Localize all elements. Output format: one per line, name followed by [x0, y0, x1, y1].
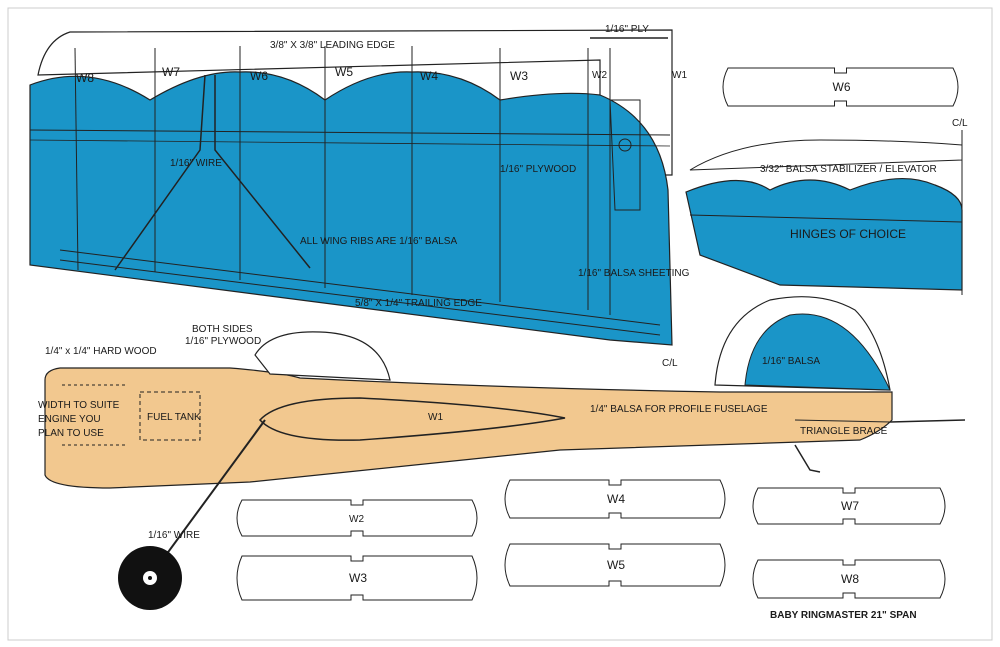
landing-gear	[118, 419, 266, 610]
rib-template-outline	[752, 487, 946, 525]
engine-note-1: WIDTH TO SUITE	[38, 400, 120, 411]
rib-template-label-w3: W3	[349, 571, 367, 585]
engine-note-2: ENGINE YOU	[38, 414, 101, 425]
fuselage-label: 1/4" BALSA FOR PROFILE FUSELAGE	[590, 404, 768, 415]
rib-template-label-w5: W5	[607, 558, 625, 572]
stabilizer-panel	[685, 130, 963, 295]
wing-rib-w4: W4	[420, 69, 438, 83]
rib-template-label-w2: W2	[349, 514, 364, 525]
balsa-sheeting-label: 1/16" BALSA SHEETING	[578, 268, 690, 279]
both-sides-label: BOTH SIDES	[192, 324, 253, 335]
wire-wing-label: 1/16" WIRE	[170, 158, 222, 169]
fuselage	[44, 331, 966, 489]
fuel-tank-outline	[139, 391, 201, 441]
rib-template-label-w7: W7	[841, 499, 859, 513]
ply-top-label: 1/16" PLY	[605, 24, 649, 35]
wing-rib-w8: W8	[76, 71, 94, 85]
hinges-label: HINGES OF CHOICE	[790, 227, 906, 241]
rib-template-label-w6: W6	[833, 80, 851, 94]
fuselage-w1-label: W1	[428, 412, 443, 423]
wing-panel	[29, 29, 673, 346]
wing-blue-sheeting	[29, 71, 673, 346]
sheet-border	[7, 7, 993, 641]
wing-rib-w6: W6	[250, 69, 268, 83]
fin	[714, 296, 891, 391]
fuselage-wing-root	[258, 397, 566, 441]
wing-rib-w1: W1	[672, 70, 687, 81]
rib-template-outline	[504, 479, 726, 519]
rib-template-outline	[236, 499, 478, 537]
hardwood-label: 1/4" x 1/4" HARD WOOD	[45, 346, 157, 357]
plywood-wing-label: 1/16" PLYWOOD	[500, 164, 576, 175]
wing-rib-w7: W7	[162, 65, 180, 79]
wing-rib-w2: W2	[592, 70, 607, 81]
wing-rib-w3: W3	[510, 69, 528, 83]
rib-template-label-w4: W4	[607, 492, 625, 506]
plan-title: BABY RINGMASTER 21" SPAN	[770, 610, 917, 621]
rib-template-outline	[722, 67, 959, 107]
trailing-edge-label: 5/8" X 1/4" TRAILING EDGE	[355, 298, 482, 309]
rib-template-label-w8: W8	[841, 572, 859, 586]
fuel-tank-label: FUEL TANK	[147, 412, 201, 423]
fin-balsa-label: 1/16" BALSA	[762, 356, 820, 367]
wing-rib-w5: W5	[335, 65, 353, 79]
wire-gear-label: 1/16" WIRE	[148, 530, 200, 541]
rib-template-outline	[504, 543, 726, 587]
stabilizer-blue	[685, 178, 963, 291]
leading-edge-label: 3/8" X 3/8" LEADING EDGE	[270, 40, 395, 51]
rib-template-outline	[752, 559, 946, 599]
engine-note-3: PLAN TO USE	[38, 428, 104, 439]
plywood-fuse-label: 1/16" PLYWOOD	[185, 336, 261, 347]
triangle-brace-label: TRIANGLE BRACE	[800, 426, 888, 437]
rib-template-outline	[236, 555, 478, 601]
wing-centerline-label: C/L	[662, 358, 678, 369]
stab-centerline-label: C/L	[952, 118, 968, 129]
ribs-note-label: ALL WING RIBS ARE 1/16" BALSA	[300, 236, 457, 247]
stabilizer-label: 3/32" BALSA STABILIZER / ELEVATOR	[760, 164, 937, 175]
canopy	[254, 331, 391, 381]
